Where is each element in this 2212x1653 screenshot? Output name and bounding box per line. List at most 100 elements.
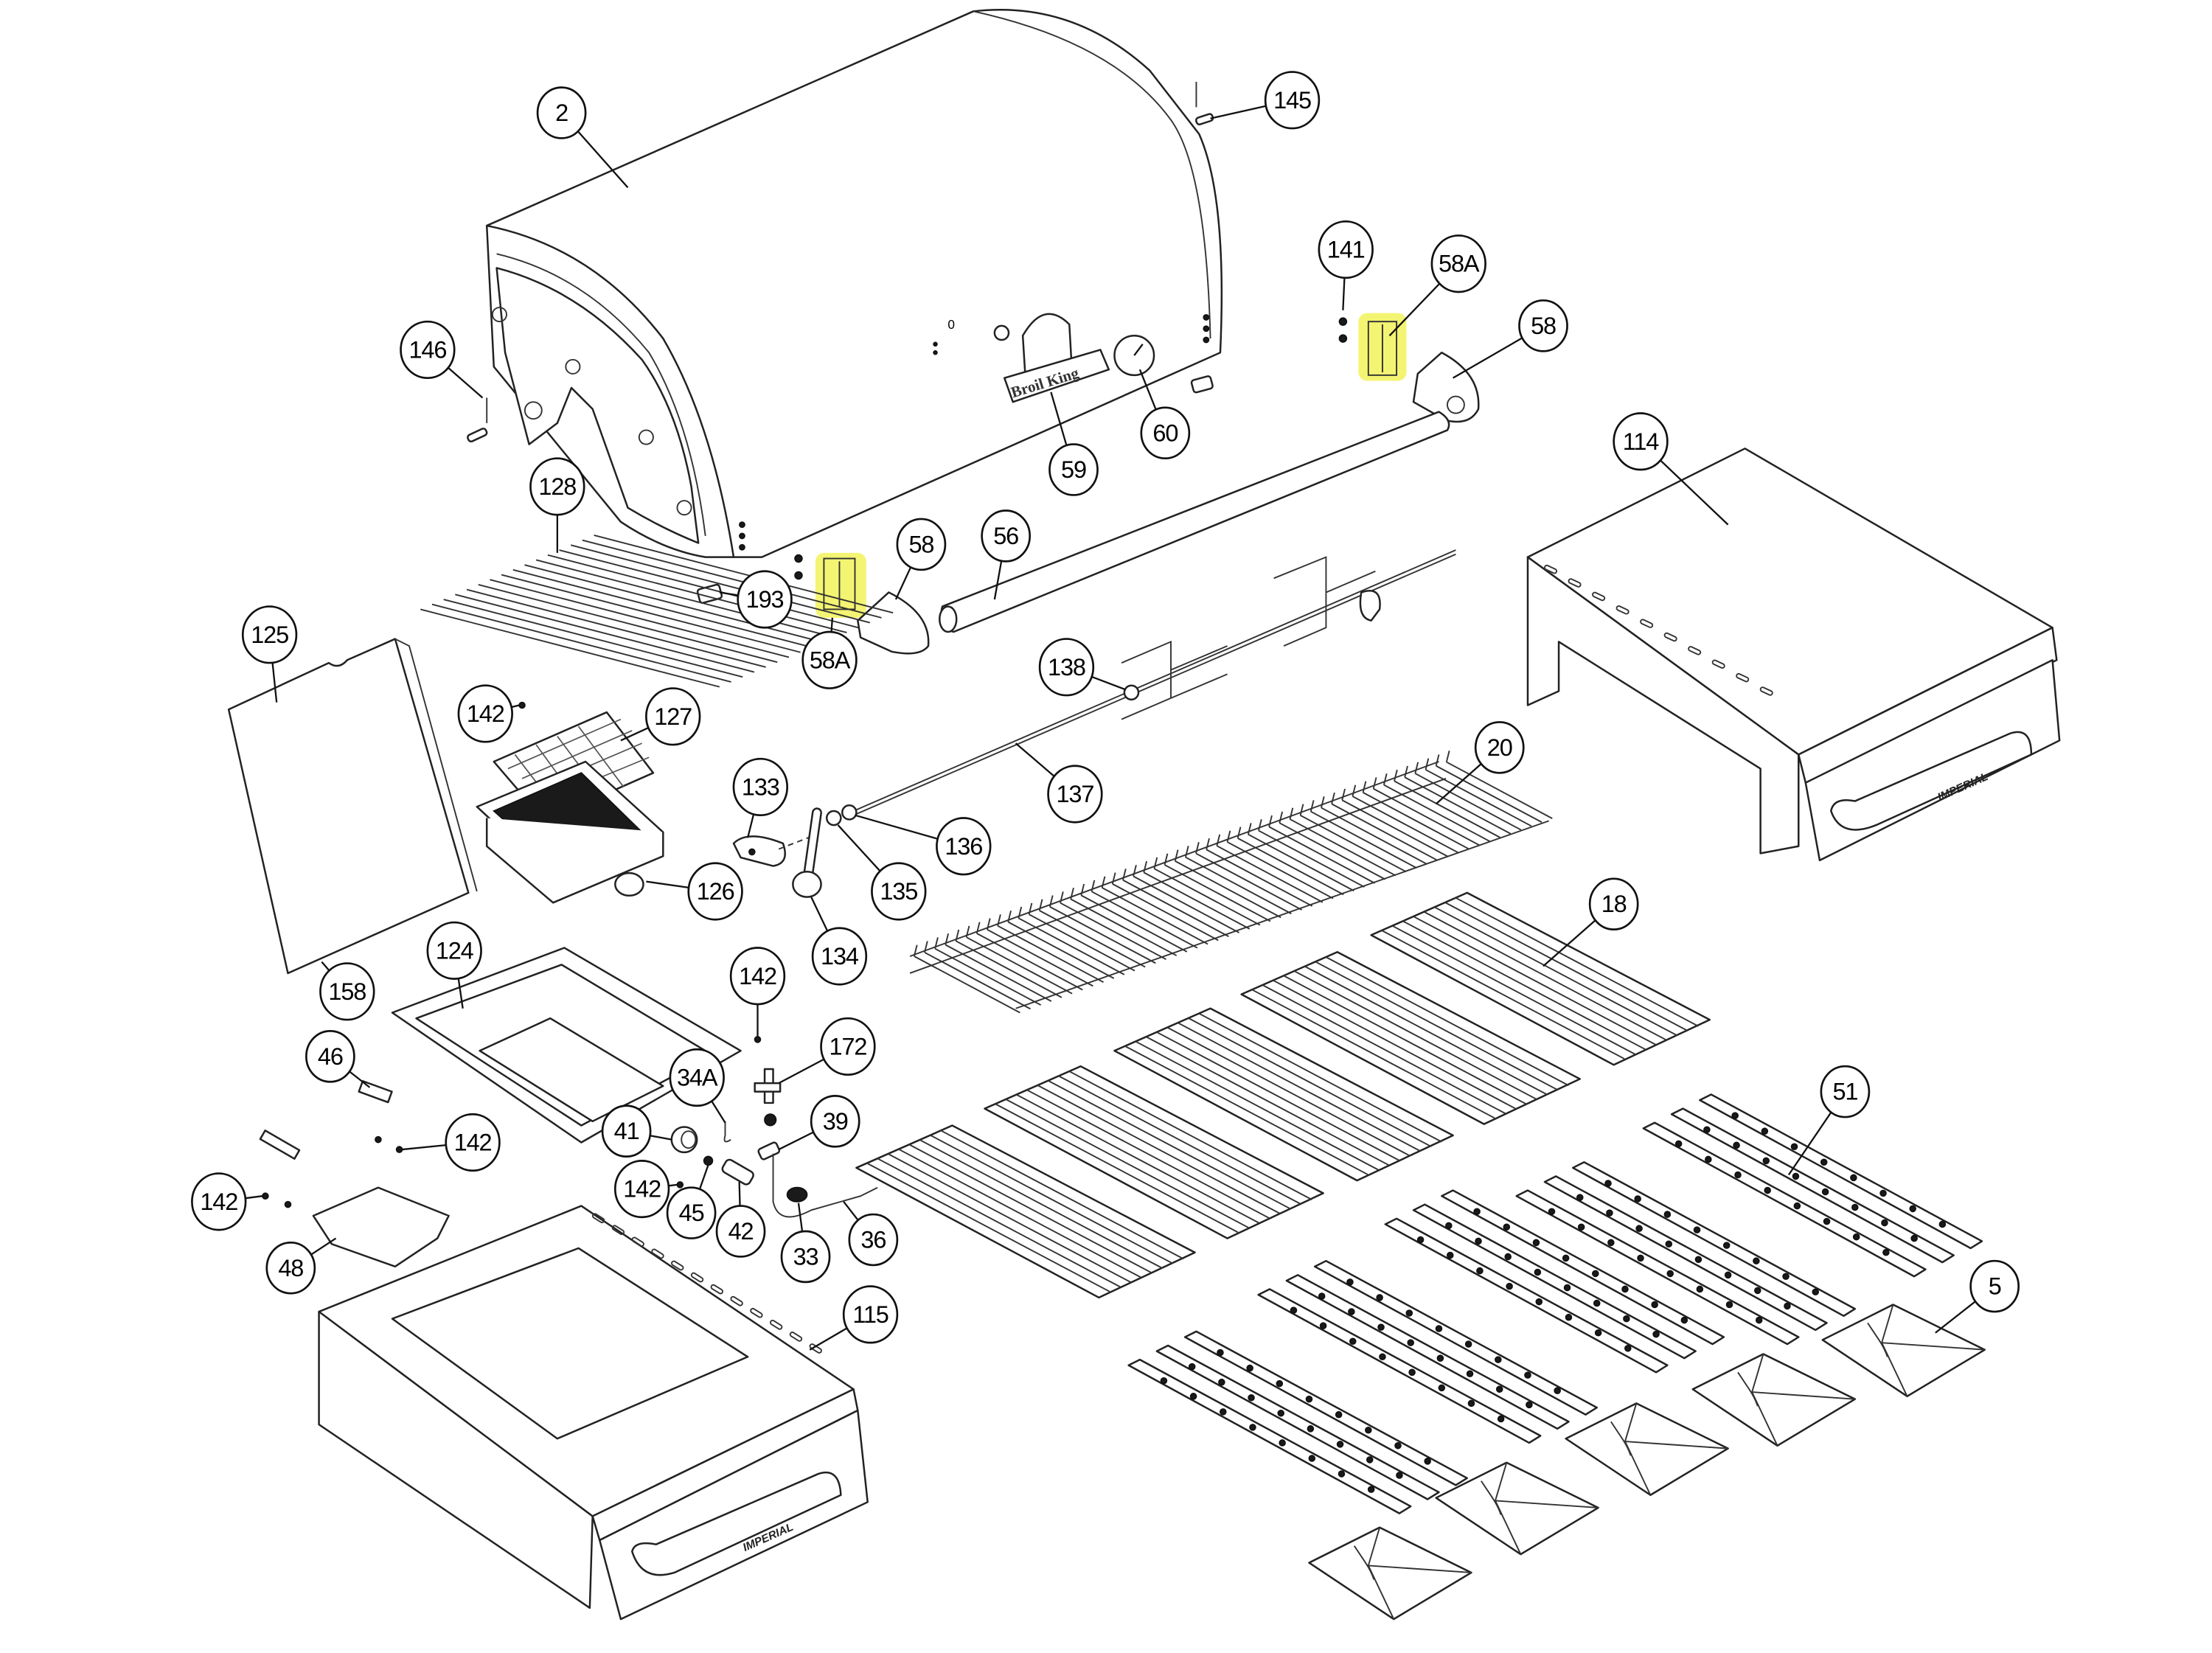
callout-circle[interactable] [305,1030,355,1083]
callout-48[interactable]: 48 [265,1241,316,1295]
rotisserie-bracket-right[interactable] [1338,313,1407,381]
callout-circle[interactable] [810,1095,860,1148]
callout-34A[interactable]: 34A [669,1048,725,1107]
callout-137[interactable]: 137 [1047,765,1103,824]
callout-145[interactable]: 145 [1264,71,1321,130]
callout-circle[interactable] [981,509,1032,563]
callout-42[interactable]: 42 [715,1205,766,1258]
callout-circle[interactable] [848,1213,899,1267]
callout-134[interactable]: 134 [811,927,868,986]
callout-circle[interactable] [1969,1259,2020,1313]
callout-125[interactable]: 125 [241,605,298,664]
callout-leader-133 [746,812,755,838]
callout-circle[interactable] [732,757,789,817]
callout-circle[interactable] [241,605,298,664]
callout-20[interactable]: 20 [1474,721,1525,774]
electrode [754,1068,782,1104]
callout-circle[interactable] [426,921,482,980]
callout-58A-left[interactable]: 58A [801,630,858,689]
callout-circle[interactable] [319,962,375,1021]
callout-circle[interactable] [871,862,927,921]
callout-41[interactable]: 41 [601,1104,652,1158]
callout-56[interactable]: 56 [981,509,1032,563]
callout-circle[interactable] [1820,1065,1871,1118]
callout-142-b[interactable]: 142 [729,947,786,1006]
callout-51[interactable]: 51 [1820,1065,1871,1118]
callout-138[interactable]: 138 [1038,638,1095,697]
callout-33[interactable]: 33 [780,1230,831,1284]
callout-circle[interactable] [613,1160,670,1219]
callout-133[interactable]: 133 [732,757,789,817]
callout-115[interactable]: 115 [842,1285,899,1344]
callout-146[interactable]: 146 [400,320,456,380]
callout-leader-18 [1543,919,1597,967]
callout-124[interactable]: 124 [426,921,482,980]
callout-135[interactable]: 135 [871,862,927,921]
heat-tent [1565,1402,1729,1496]
rotisserie-bracket-left[interactable] [794,552,866,618]
callout-label: 2 [555,100,568,126]
callout-circle[interactable] [536,86,587,139]
callout-2[interactable]: 2 [536,86,587,139]
callout-circle[interactable] [529,457,585,516]
callout-circle[interactable] [1518,299,1568,352]
callout-circle[interactable] [811,927,868,986]
callout-circle[interactable] [687,862,743,921]
callout-126[interactable]: 126 [687,862,743,921]
callout-circle[interactable] [1047,765,1103,824]
callout-39[interactable]: 39 [810,1095,860,1148]
callout-142-e[interactable]: 142 [613,1160,670,1219]
callout-58-left[interactable]: 58 [896,518,947,571]
callout-circle[interactable] [601,1104,652,1158]
callout-114[interactable]: 114 [1613,412,1669,471]
callout-circle[interactable] [820,1017,876,1076]
callout-59[interactable]: 59 [1048,443,1099,496]
callout-46[interactable]: 46 [305,1030,355,1083]
callout-circle[interactable] [457,684,513,743]
callout-circle[interactable] [842,1285,899,1344]
callout-127[interactable]: 127 [645,687,701,746]
callout-circle[interactable] [669,1048,725,1107]
callout-circle[interactable] [729,947,786,1006]
callout-circle[interactable] [1048,443,1099,496]
callout-circle[interactable] [400,320,456,380]
callout-193[interactable]: 193 [737,570,793,629]
callout-5[interactable]: 5 [1969,1259,2020,1313]
callout-circle[interactable] [1264,71,1321,130]
lid[interactable]: 0 [485,8,1223,558]
callout-circle[interactable] [936,817,992,876]
callout-circle[interactable] [1318,220,1374,279]
callout-label: 142 [454,1130,492,1156]
callout-172[interactable]: 172 [820,1017,876,1076]
callout-58A-right[interactable]: 58A [1430,234,1486,293]
callout-circle[interactable] [737,570,793,629]
callout-142-a[interactable]: 142 [457,684,513,743]
callout-circle[interactable] [445,1113,501,1172]
callout-158[interactable]: 158 [319,962,375,1021]
callout-circle[interactable] [666,1186,717,1239]
callout-circle[interactable] [1588,877,1639,930]
callout-circle[interactable] [265,1241,316,1295]
callout-60[interactable]: 60 [1140,406,1191,460]
callout-36[interactable]: 36 [848,1213,899,1267]
callout-circle[interactable] [1140,406,1191,460]
callout-circle[interactable] [1613,412,1669,471]
callout-circle[interactable] [1474,721,1525,774]
callout-circle[interactable] [1430,234,1486,293]
callout-circle[interactable] [191,1172,247,1231]
callout-circle[interactable] [645,687,701,746]
callout-142-d[interactable]: 142 [191,1172,247,1231]
callout-45[interactable]: 45 [666,1186,717,1239]
callout-136[interactable]: 136 [936,817,992,876]
callout-18[interactable]: 18 [1588,877,1639,930]
callout-circle[interactable] [1038,638,1095,697]
callout-circle[interactable] [896,518,947,571]
callout-circle[interactable] [801,630,858,689]
callout-58-right[interactable]: 58 [1518,299,1568,352]
callout-141[interactable]: 141 [1318,220,1374,279]
callout-circle[interactable] [780,1230,831,1284]
callout-circle[interactable] [715,1205,766,1258]
ignitor-wire-lead [772,1153,878,1218]
callout-128[interactable]: 128 [529,457,585,516]
callout-142-c[interactable]: 142 [445,1113,501,1172]
